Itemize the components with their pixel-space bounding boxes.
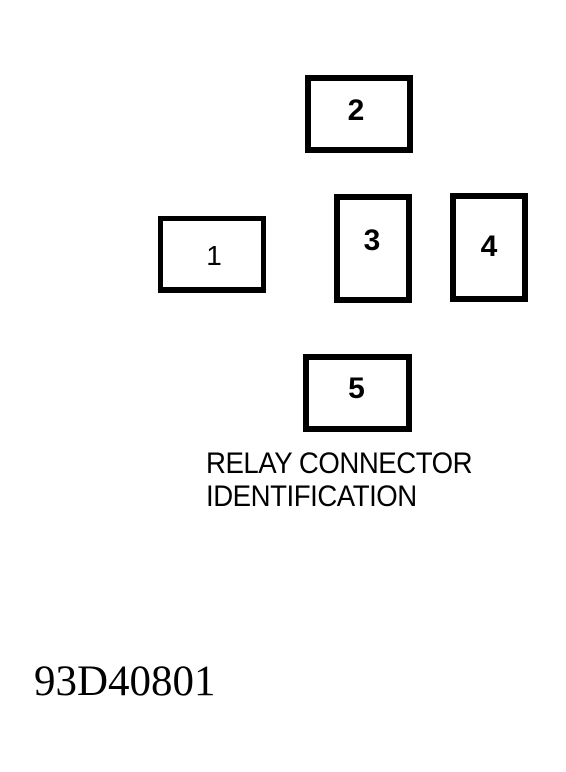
- terminal-2-label: 2: [347, 94, 365, 127]
- diagram-caption: RELAY CONNECTOR IDENTIFICATION: [206, 447, 473, 513]
- caption-line-1: RELAY CONNECTOR: [206, 447, 473, 480]
- figure-code: 93D40801: [34, 658, 216, 705]
- terminal-5-label: 5: [348, 372, 365, 405]
- terminal-1-label: 1: [206, 240, 222, 271]
- terminal-3-label: 3: [363, 223, 381, 257]
- terminal-1: 1: [158, 216, 266, 293]
- terminal-2: 2: [305, 75, 413, 153]
- terminal-4: 4: [450, 193, 528, 302]
- caption-line-2: IDENTIFICATION: [206, 480, 417, 513]
- terminal-5: 5: [303, 354, 412, 432]
- terminal-3: 3: [334, 194, 412, 303]
- terminal-4-label: 4: [480, 229, 498, 263]
